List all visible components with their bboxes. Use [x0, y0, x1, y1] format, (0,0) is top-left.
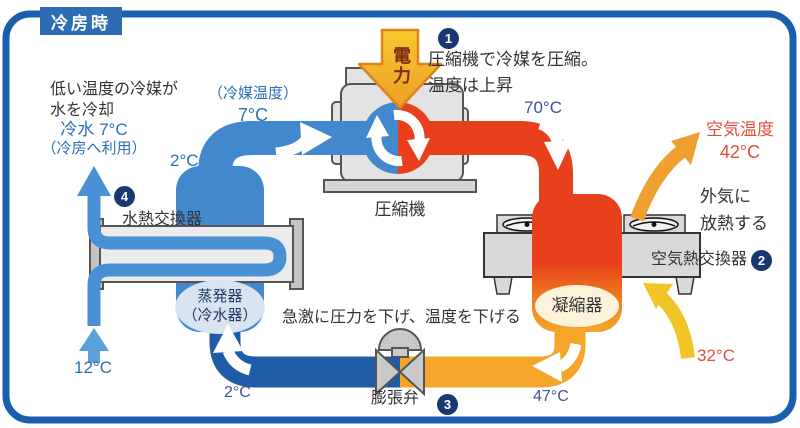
outside-air-temp: 32°C: [697, 346, 735, 365]
title-badge: 冷房時: [40, 7, 122, 35]
water-inlet-temp: 12°C: [74, 358, 112, 377]
after-expansion-temp: 2°C: [224, 384, 251, 401]
evaporator-outlet-temp: 7°C: [237, 104, 269, 125]
flow-arrow-icon: [538, 118, 572, 170]
fan-icon: [623, 214, 686, 235]
refrigerant-cycle-icon: [362, 102, 434, 174]
heat-release-line1: 外気に: [700, 187, 751, 206]
chilled-water-temp: 冷水 7°C: [60, 120, 128, 139]
step-1-line2: 温度は上昇: [428, 76, 513, 95]
air-temp-note: 空気温度 42°C: [694, 119, 786, 163]
evaporator-top-temp: 2°C: [170, 151, 199, 170]
flow-arrow-icon: [275, 122, 332, 159]
hot-air-out-arrow-icon: [630, 132, 700, 222]
power-arrow-icon: [357, 28, 443, 110]
chilled-water-out-arrow-icon: [77, 166, 111, 196]
expansion-valve-label: 膨張弁: [371, 390, 420, 407]
water-heat-exchanger-label: 水熱交換器: [122, 211, 203, 228]
water-heat-exchanger-graphic: [77, 166, 304, 363]
step-1-line1: 圧縮機で冷媒を圧縮。: [428, 50, 598, 69]
flow-arrow-icon: [213, 324, 252, 376]
compressor-label: 圧縮機: [374, 200, 426, 219]
condenser-label: 凝縮器: [551, 296, 603, 315]
evaporator-label-line1: 蒸発器: [197, 288, 243, 305]
air-temp-value: 42°C: [719, 142, 761, 162]
step-2-badge: 2: [751, 250, 772, 271]
step-4-badge: 4: [114, 186, 135, 207]
expansion-note: 急激に圧力を下げ、温度を下げる: [282, 309, 521, 326]
step-3-badge: 3: [437, 394, 458, 415]
outside-air-in-arrow-icon: [643, 283, 695, 359]
air-temp-label: 空気温度: [706, 120, 774, 139]
compressor-outlet-temp: 70°C: [524, 98, 562, 117]
evaporator-label-line2: （冷水器）: [182, 307, 258, 324]
evaporator-label: 蒸発器 （冷水器）: [176, 287, 264, 325]
expansion-valve-icon: [375, 328, 425, 397]
step-1-note: 圧縮機で冷媒を圧縮。 温度は上昇: [428, 47, 598, 99]
heat-release-note: 外気に 放熱する: [700, 183, 768, 237]
cooling-note-line2: 水を冷却: [50, 102, 115, 119]
power-input-label: 電力: [391, 46, 411, 86]
chilled-water-label: 冷水 7°C （冷房へ利用）: [34, 119, 154, 159]
condenser-label-oval: [535, 285, 619, 327]
refrigerant-temp-label: （冷媒温度） 7°C: [205, 85, 301, 126]
refrigerant-temp-caption: （冷媒温度）: [207, 85, 298, 102]
air-heat-exchanger-label: 空気熱交換器: [651, 251, 748, 268]
condenser-outlet-temp: 47°C: [533, 388, 569, 405]
chilled-water-use: （冷房へ利用）: [41, 140, 147, 158]
cooling-note-line1: 低い温度の冷媒が: [50, 81, 179, 98]
water-loop-pipe: [87, 194, 287, 326]
frame-border: [2, 10, 797, 424]
flow-arrow-icon: [532, 342, 582, 382]
heat-release-line2: 放熱する: [700, 214, 768, 233]
step-1-badge: 1: [438, 28, 459, 49]
evaporator-label-oval: [175, 280, 265, 334]
water-in-arrow-icon: [79, 328, 109, 363]
cooling-note: 低い温度の冷媒が 水を冷却: [50, 79, 178, 121]
